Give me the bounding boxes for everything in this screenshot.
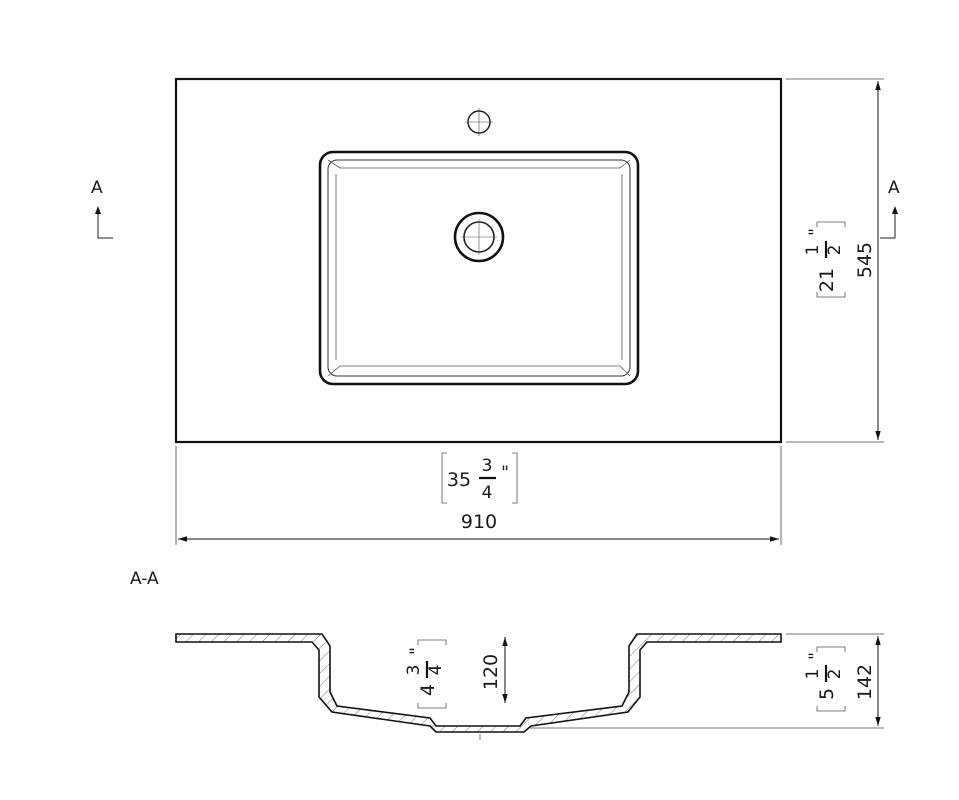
- total-height-mm-label: 142: [854, 664, 876, 700]
- svg-text:A: A: [91, 178, 103, 198]
- depth-inch-num: 1: [803, 245, 823, 256]
- section-marker-left: A: [91, 178, 113, 239]
- bowl-depth-inch-den: 4: [426, 665, 446, 676]
- plan-view: A A 910 35 3 4 " 5: [91, 77, 900, 545]
- bowl-depth-inch-mark: ": [407, 647, 427, 655]
- width-inch-whole: 35: [447, 469, 471, 491]
- width-inch-mark: ": [501, 463, 509, 483]
- total-height-inch-num: 1: [803, 669, 823, 680]
- bowl-depth-dimension: 120 4 3 4 ": [404, 637, 508, 709]
- width-inch-den: 4: [482, 483, 493, 503]
- width-mm-label: 910: [461, 511, 497, 533]
- depth-inch-den: 2: [825, 245, 845, 256]
- depth-inch-whole: 21: [816, 268, 838, 292]
- basin-outline: [318, 150, 640, 386]
- section-view: A-A 120 4 3 4 " 142 5 1 2 ": [130, 569, 884, 740]
- section-title: A-A: [130, 569, 159, 589]
- drain-icon: [453, 211, 505, 263]
- bowl-depth-mm-label: 120: [480, 654, 502, 690]
- depth-inch-mark: ": [806, 228, 826, 236]
- countertop-outline: [174, 77, 783, 444]
- faucet-hole-icon: [465, 108, 493, 136]
- depth-mm-label: 545: [854, 242, 876, 278]
- bowl-depth-inch-num: 3: [404, 665, 424, 676]
- total-height-dimension: 142 5 1 2 ": [530, 633, 884, 729]
- svg-text:A: A: [888, 178, 900, 198]
- bowl-depth-inch-whole: 4: [417, 684, 439, 696]
- total-height-inch-den: 2: [825, 669, 845, 680]
- width-dimension: 910 35 3 4 ": [175, 446, 782, 545]
- width-inch-num: 3: [482, 456, 493, 476]
- total-height-inch-whole: 5: [816, 688, 838, 700]
- depth-dimension: 545 21 1 2 ": [786, 78, 884, 443]
- total-height-inch-mark: ": [806, 652, 826, 660]
- section-profile: [175, 633, 782, 733]
- section-marker-right: A: [880, 178, 900, 239]
